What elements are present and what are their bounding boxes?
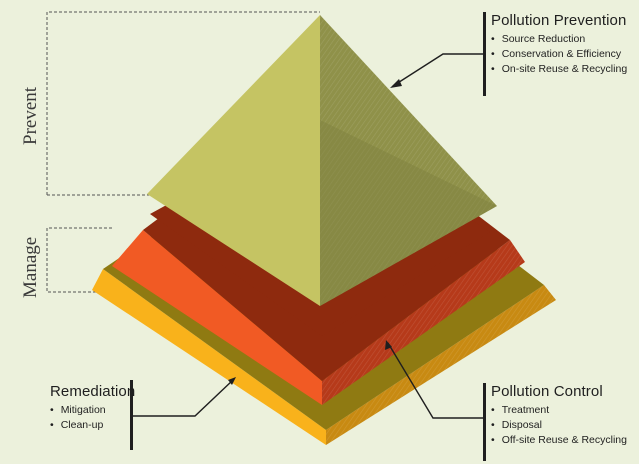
remediation-callout: Remediation Mitigation Clean-up: [50, 383, 135, 433]
pollution-control-title: Pollution Control: [491, 383, 603, 400]
prevent-label: Prevent: [20, 86, 41, 145]
remediation-arrow-head: [228, 377, 236, 385]
prevention-callout-bar: [483, 12, 486, 96]
prevention-arrow: [392, 53, 483, 87]
control-arrow: [387, 342, 483, 419]
list-item: On-site Reuse & Recycling: [491, 62, 627, 77]
list-item: Conservation & Efficiency: [491, 47, 627, 62]
list-item: Source Reduction: [491, 32, 627, 47]
top-pyramid-pollution-prevention: [147, 15, 497, 306]
pollution-prevention-title: Pollution Prevention: [491, 12, 627, 29]
list-item: Off-site Reuse & Recycling: [491, 433, 627, 448]
remediation-title: Remediation: [50, 383, 136, 400]
pollution-prevention-callout: Pollution Prevention Source Reduction Co…: [491, 12, 627, 77]
manage-label: Manage: [20, 236, 41, 298]
list-item: Clean-up: [50, 418, 135, 433]
list-item: Treatment: [491, 403, 627, 418]
control-callout-bar: [483, 383, 486, 461]
prevention-arrow-head: [390, 79, 402, 88]
manage-bracket: [46, 227, 112, 293]
list-item: Disposal: [491, 418, 627, 433]
control-arrow-head: [385, 340, 392, 350]
prevent-bracket: [46, 11, 320, 195]
remediation-arrow: [133, 379, 234, 417]
pollution-control-callout: Pollution Control Treatment Disposal Off…: [491, 383, 627, 448]
list-item: Mitigation: [50, 403, 135, 418]
